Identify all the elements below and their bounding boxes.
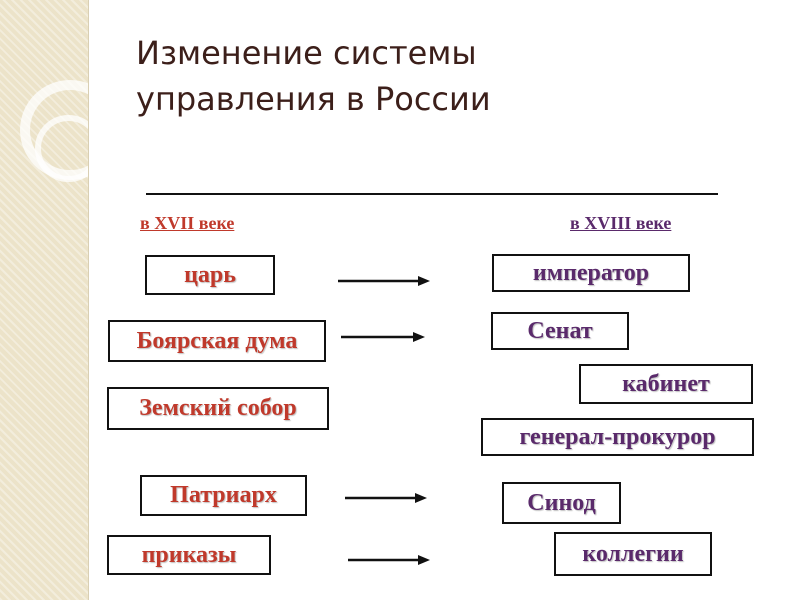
left-column-header: в XVII веке [140,213,235,233]
slide-title: Изменение системы управления в России [136,30,736,122]
box-synod: Синод [502,482,621,524]
arrow-duma-to-senate [341,332,425,342]
box-zemsky-sobor: Земский собор [107,387,329,430]
title-line-2: управления в России [136,80,491,118]
side-divider [88,0,97,600]
right-column-header: в XVIII веке [570,213,672,233]
box-tsar: царь [145,255,275,295]
arrow-prikazy-to-collegia [348,555,430,565]
horizontal-rule [146,193,718,195]
arrow-patriarch-to-synod [345,493,427,503]
box-boyar-duma: Боярская дума [108,320,326,362]
arrow-tsar-to-emperor [338,276,430,286]
box-emperor: император [492,254,690,292]
box-senate: Сенат [491,312,629,350]
box-collegia: коллегии [554,532,712,576]
title-line-1: Изменение системы [136,34,477,72]
decorative-circle [35,115,102,182]
box-patriarch: Патриарх [140,475,307,516]
box-cabinet: кабинет [579,364,753,404]
box-prikazy: приказы [107,535,271,575]
box-prosecutor-general: генерал-прокурор [481,418,754,456]
